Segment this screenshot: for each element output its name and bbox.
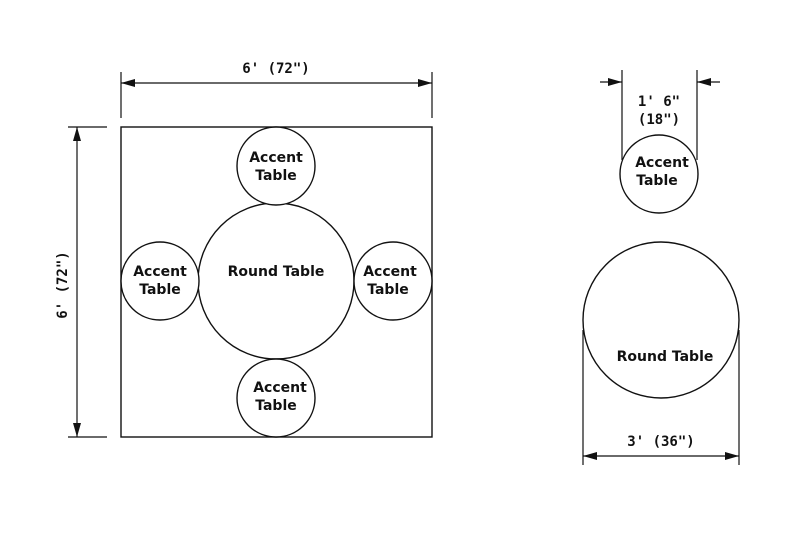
- arrow-left-icon: [583, 452, 597, 460]
- accent-diameter-label-line1: 1' 6": [638, 94, 680, 110]
- round-table-label: Round Table: [228, 264, 325, 280]
- width-label: 6' (72"): [242, 61, 309, 77]
- round-detail-circle: [582, 241, 740, 399]
- accent-table-circle: [236, 126, 316, 206]
- accent-table-label-line2: Table: [139, 282, 181, 298]
- accent-detail-label-line1: Accent: [635, 155, 689, 171]
- accent-detail-circle: [619, 134, 699, 214]
- accent-table-label-line2: Table: [367, 282, 409, 298]
- accent-table-right: Accent Table: [353, 241, 433, 321]
- accent-table-label-line1: Accent: [363, 264, 417, 280]
- arrow-left-icon: [697, 78, 711, 86]
- width-dimension: 6' (72"): [120, 61, 433, 118]
- accent-table-circle: [236, 358, 316, 438]
- round-table-circle: [197, 202, 355, 360]
- round-table-detail: Round Table 3' (36"): [582, 241, 740, 465]
- accent-table-circle: [120, 241, 200, 321]
- accent-table-detail: 1' 6" (18") Accent Table: [600, 70, 720, 214]
- arrow-left-icon: [121, 79, 135, 87]
- arrow-right-icon: [608, 78, 622, 86]
- accent-table-label-line1: Accent: [249, 150, 303, 166]
- round-diameter-label: 3' (36"): [627, 434, 694, 450]
- accent-diameter-label-line2: (18"): [638, 112, 680, 128]
- arrow-right-icon: [725, 452, 739, 460]
- accent-table-circle: [353, 241, 433, 321]
- height-label: 6' (72"): [55, 251, 71, 318]
- layout-plan: 6' (72") 6' (72") Round Table Accent Tab…: [55, 61, 433, 438]
- accent-table-left: Accent Table: [120, 241, 200, 321]
- accent-table-bottom: Accent Table: [236, 358, 316, 438]
- arrow-right-icon: [418, 79, 432, 87]
- accent-table-label-line1: Accent: [133, 264, 187, 280]
- accent-table-label-line2: Table: [255, 168, 297, 184]
- height-dimension: 6' (72"): [55, 126, 107, 438]
- arrow-up-icon: [73, 127, 81, 141]
- accent-detail-label-line2: Table: [636, 173, 678, 189]
- round-table: Round Table: [197, 202, 355, 360]
- accent-table-label-line1: Accent: [253, 380, 307, 396]
- accent-table-label-line2: Table: [255, 398, 297, 414]
- accent-table-top: Accent Table: [236, 126, 316, 206]
- arrow-down-icon: [73, 423, 81, 437]
- round-detail-label: Round Table: [617, 349, 714, 365]
